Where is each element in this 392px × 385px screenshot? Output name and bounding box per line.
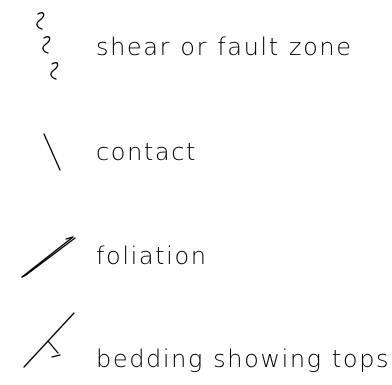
legend-item-shear-fault-zone: shear or fault zone [0,0,392,80]
legend-item-bedding-showing-tops: bedding showing tops [0,305,392,385]
legend-item-contact: contact [0,130,392,210]
legend-label-contact: contact [96,138,198,166]
bedding-tops-symbol-icon [23,312,75,368]
legend-item-foliation: foliation [0,225,392,305]
legend-label-foliation: foliation [96,242,208,270]
shear-zone-wavy-line-icon [36,12,59,80]
foliation-symbol-icon [21,236,76,278]
legend-label-shear-fault-zone: shear or fault zone [96,33,353,61]
contact-line-icon [43,133,61,171]
legend-label-bedding-showing-tops: bedding showing tops [96,345,391,373]
